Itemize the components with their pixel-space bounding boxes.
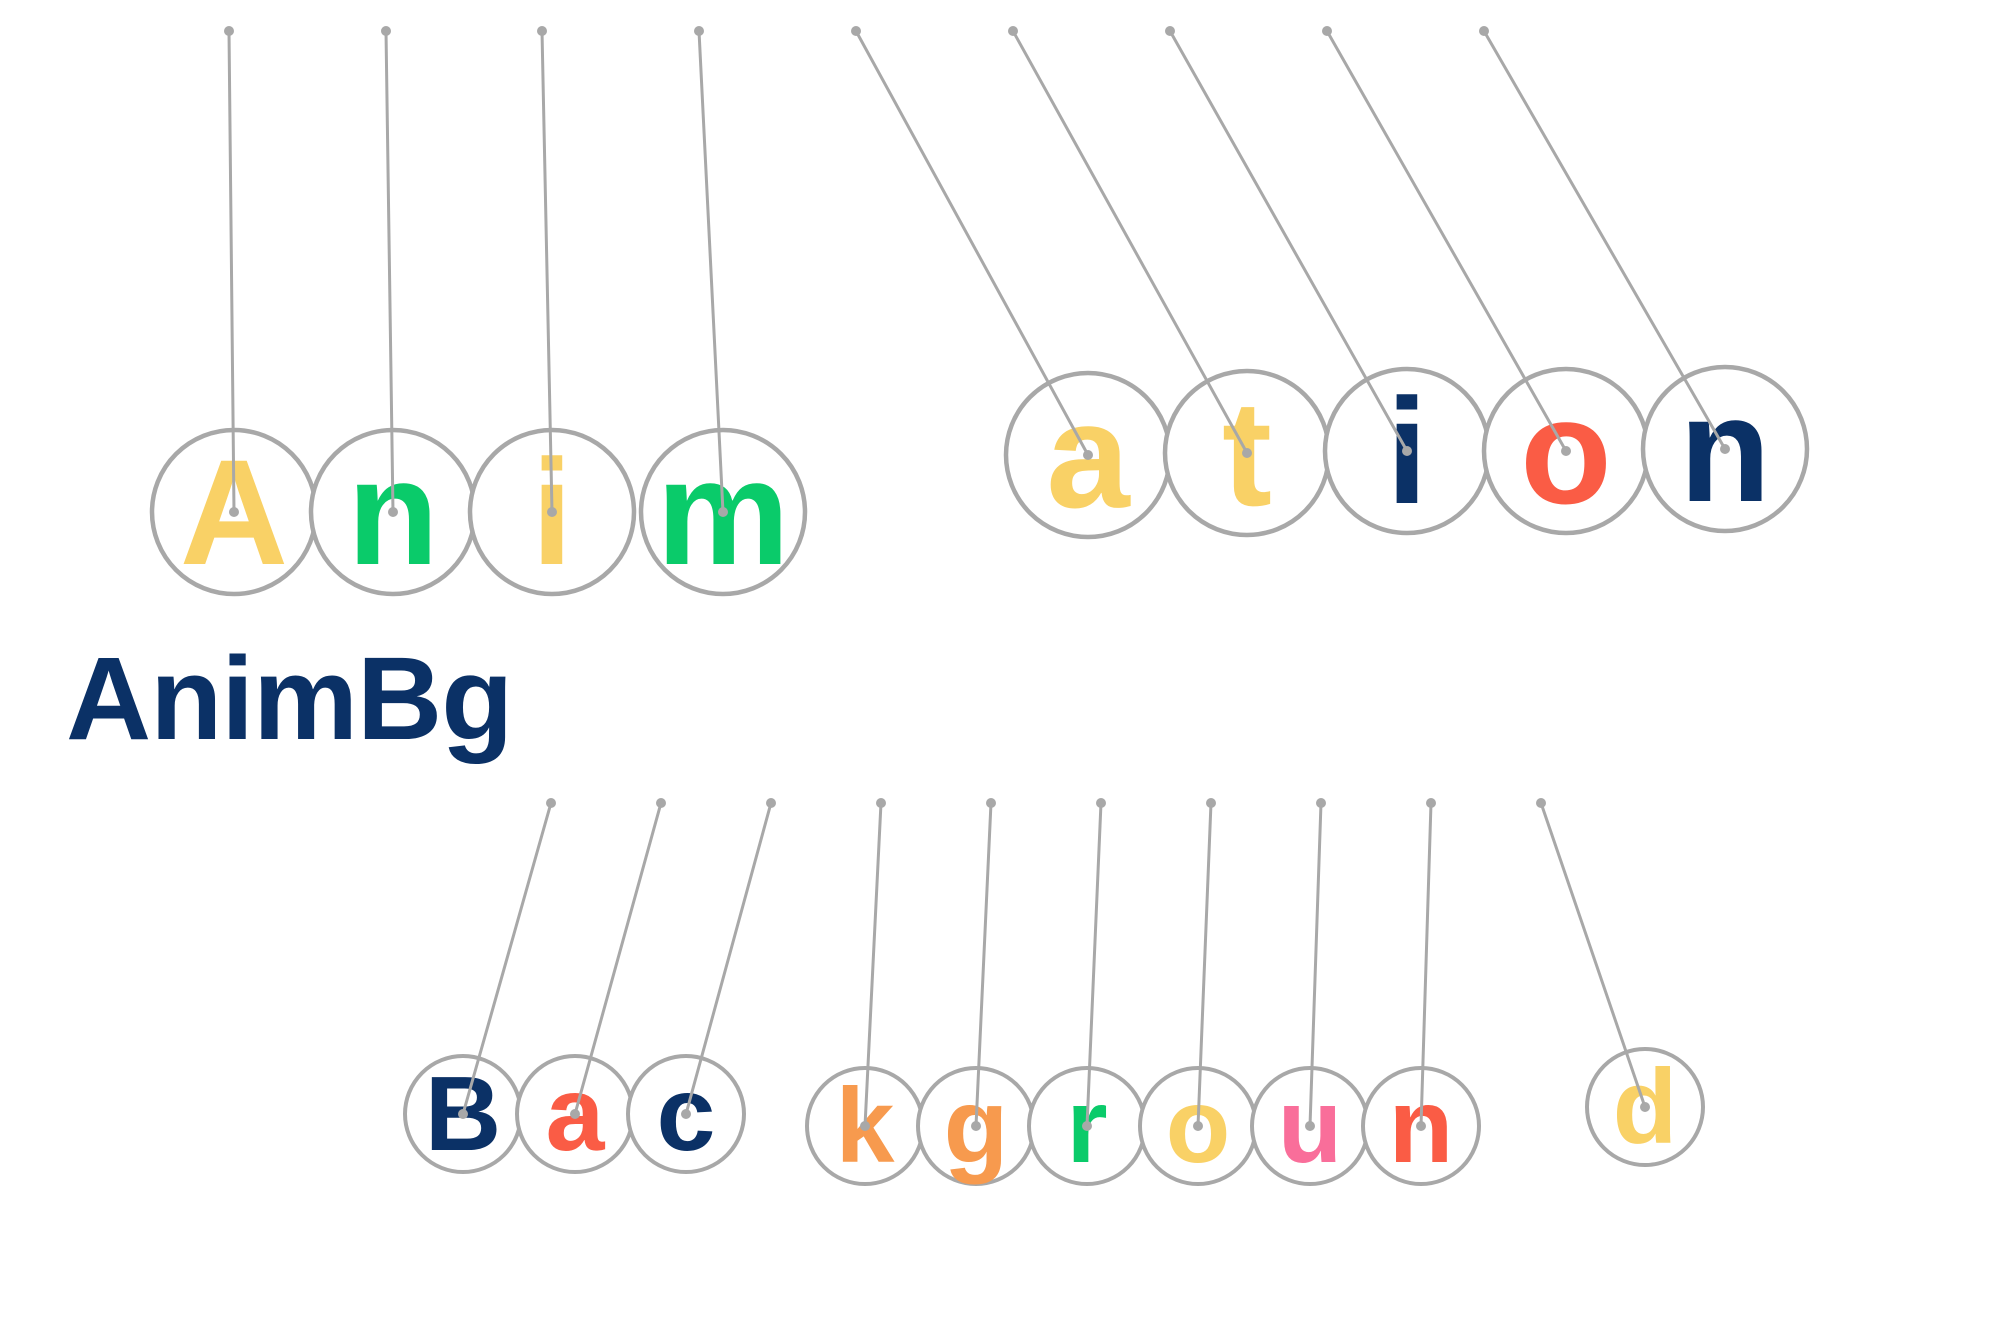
pendulum-string	[1011, 29, 1249, 455]
pendulum-string	[540, 29, 554, 514]
pendulum-string	[854, 29, 1090, 457]
pivot-dot	[1536, 798, 1546, 808]
pendulum-string	[461, 801, 553, 1116]
pendulum-row-top: Animation	[149, 26, 1810, 597]
pendulum-string	[1085, 801, 1103, 1128]
bob-dot	[1402, 446, 1412, 456]
logo-text: AnimBg	[66, 633, 513, 765]
bob-dot	[1083, 450, 1093, 460]
pendulum-string	[1168, 29, 1409, 453]
pivot-dot	[1008, 26, 1018, 36]
pendulum-string	[697, 29, 725, 514]
bob-dot	[388, 507, 398, 517]
pendulum-string	[573, 801, 663, 1116]
pivot-dot	[766, 798, 776, 808]
pivot-dot	[224, 26, 234, 36]
bob-dot	[1561, 446, 1571, 456]
pivot-dot	[546, 798, 556, 808]
pendulum-row-bottom: Background	[403, 798, 1705, 1186]
bob-dot	[1242, 448, 1252, 458]
pendulum-string	[974, 801, 993, 1128]
pendulum-string	[1482, 29, 1727, 451]
pivot-dot	[694, 26, 704, 36]
pendulum-string	[1196, 801, 1213, 1128]
pivot-dot	[1316, 798, 1326, 808]
pivot-dot	[1322, 26, 1332, 36]
bob-dot	[1640, 1102, 1650, 1112]
bob-dot	[1305, 1121, 1315, 1131]
bob-dot	[971, 1121, 981, 1131]
bob-dot	[229, 507, 239, 517]
pendulum-string	[863, 801, 883, 1128]
bob-dot	[1416, 1121, 1426, 1131]
pivot-dot	[986, 798, 996, 808]
pivot-dot	[656, 798, 666, 808]
pendulum-string	[1308, 801, 1323, 1128]
pivot-dot	[1206, 798, 1216, 808]
pivot-dot	[381, 26, 391, 36]
bob-dot	[570, 1109, 580, 1119]
pendulum-string	[684, 801, 773, 1116]
pendulum-string	[1539, 801, 1647, 1109]
pivot-dot	[1165, 26, 1175, 36]
bob-dot	[681, 1109, 691, 1119]
pivot-dot	[1426, 798, 1436, 808]
pendulum-string	[1419, 801, 1433, 1128]
bob-dot	[860, 1121, 870, 1131]
pendulum-string	[1325, 29, 1568, 453]
bob-dot	[1720, 444, 1730, 454]
bob-dot	[547, 507, 557, 517]
pivot-dot	[876, 798, 886, 808]
bob-dot	[1082, 1121, 1092, 1131]
bob-dot	[1193, 1121, 1203, 1131]
pendulum-string	[384, 29, 395, 514]
pivot-dot	[1096, 798, 1106, 808]
bob-dot	[458, 1109, 468, 1119]
pivot-dot	[537, 26, 547, 36]
pivot-dot	[851, 26, 861, 36]
pivot-dot	[1479, 26, 1489, 36]
pendulum-string	[227, 29, 236, 514]
bob-dot	[718, 507, 728, 517]
